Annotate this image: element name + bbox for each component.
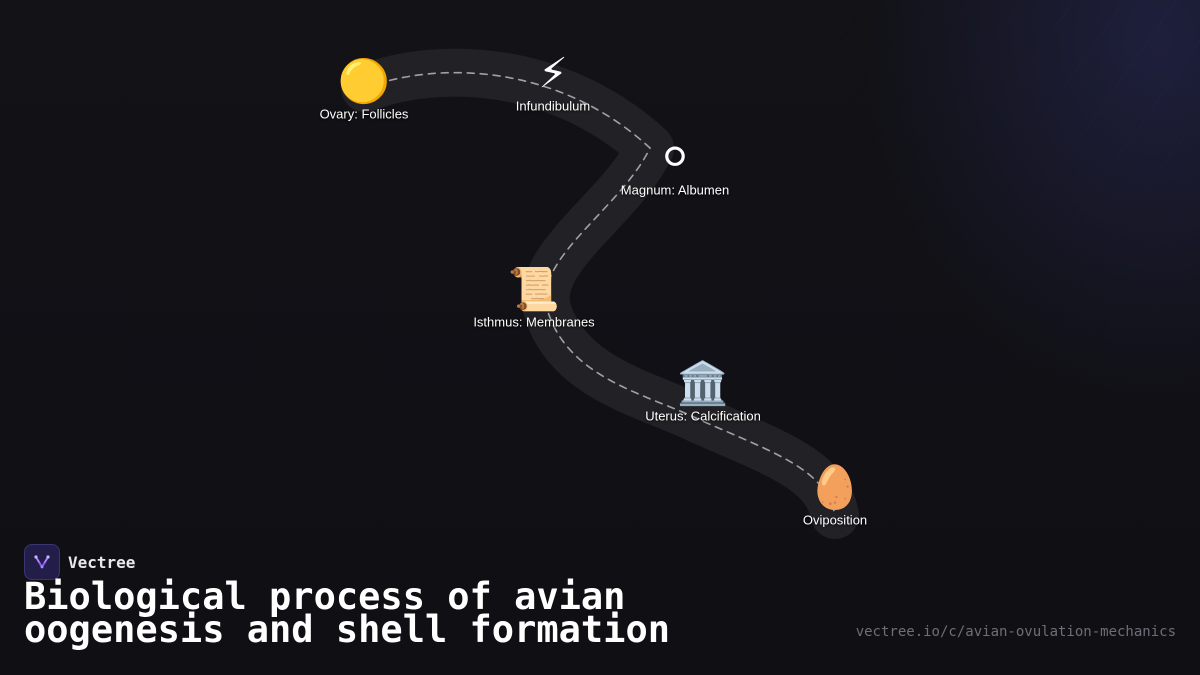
page-title: Biological process of avian oogenesis an…: [24, 575, 671, 651]
path-dashed-line: [364, 71, 836, 516]
step-label: Oviposition: [802, 512, 868, 528]
step-isthmus: 📜 Isthmus: Membranes: [473, 264, 595, 330]
classical-building-icon: 🏛️: [676, 358, 730, 408]
step-infundibulum: ⚡ Infundibulum: [515, 48, 591, 114]
step-oviposition: 🥚 Oviposition: [802, 462, 868, 528]
step-label: Infundibulum: [515, 98, 591, 114]
vectree-logo-icon: [24, 544, 60, 580]
brand[interactable]: Vectree: [24, 544, 135, 580]
white-circle-icon: ⚪: [657, 132, 693, 182]
step-magnum: ⚪ Magnum: Albumen: [620, 132, 730, 198]
lightning-icon: ⚡: [538, 48, 568, 98]
step-label: Magnum: Albumen: [620, 182, 730, 198]
step-label: Uterus: Calcification: [645, 408, 761, 424]
source-url[interactable]: vectree.io/c/avian-ovulation-mechanics: [855, 624, 1176, 640]
egg-icon: 🥚: [808, 462, 862, 512]
yellow-circle-icon: 🟡: [337, 56, 391, 106]
brand-name: Vectree: [68, 552, 136, 572]
step-ovary: 🟡 Ovary: Follicles: [319, 56, 409, 122]
scroll-icon: 📜: [507, 264, 561, 314]
step-label: Ovary: Follicles: [319, 106, 409, 122]
step-label: Isthmus: Membranes: [473, 314, 595, 330]
step-uterus: 🏛️ Uterus: Calcification: [645, 358, 761, 424]
